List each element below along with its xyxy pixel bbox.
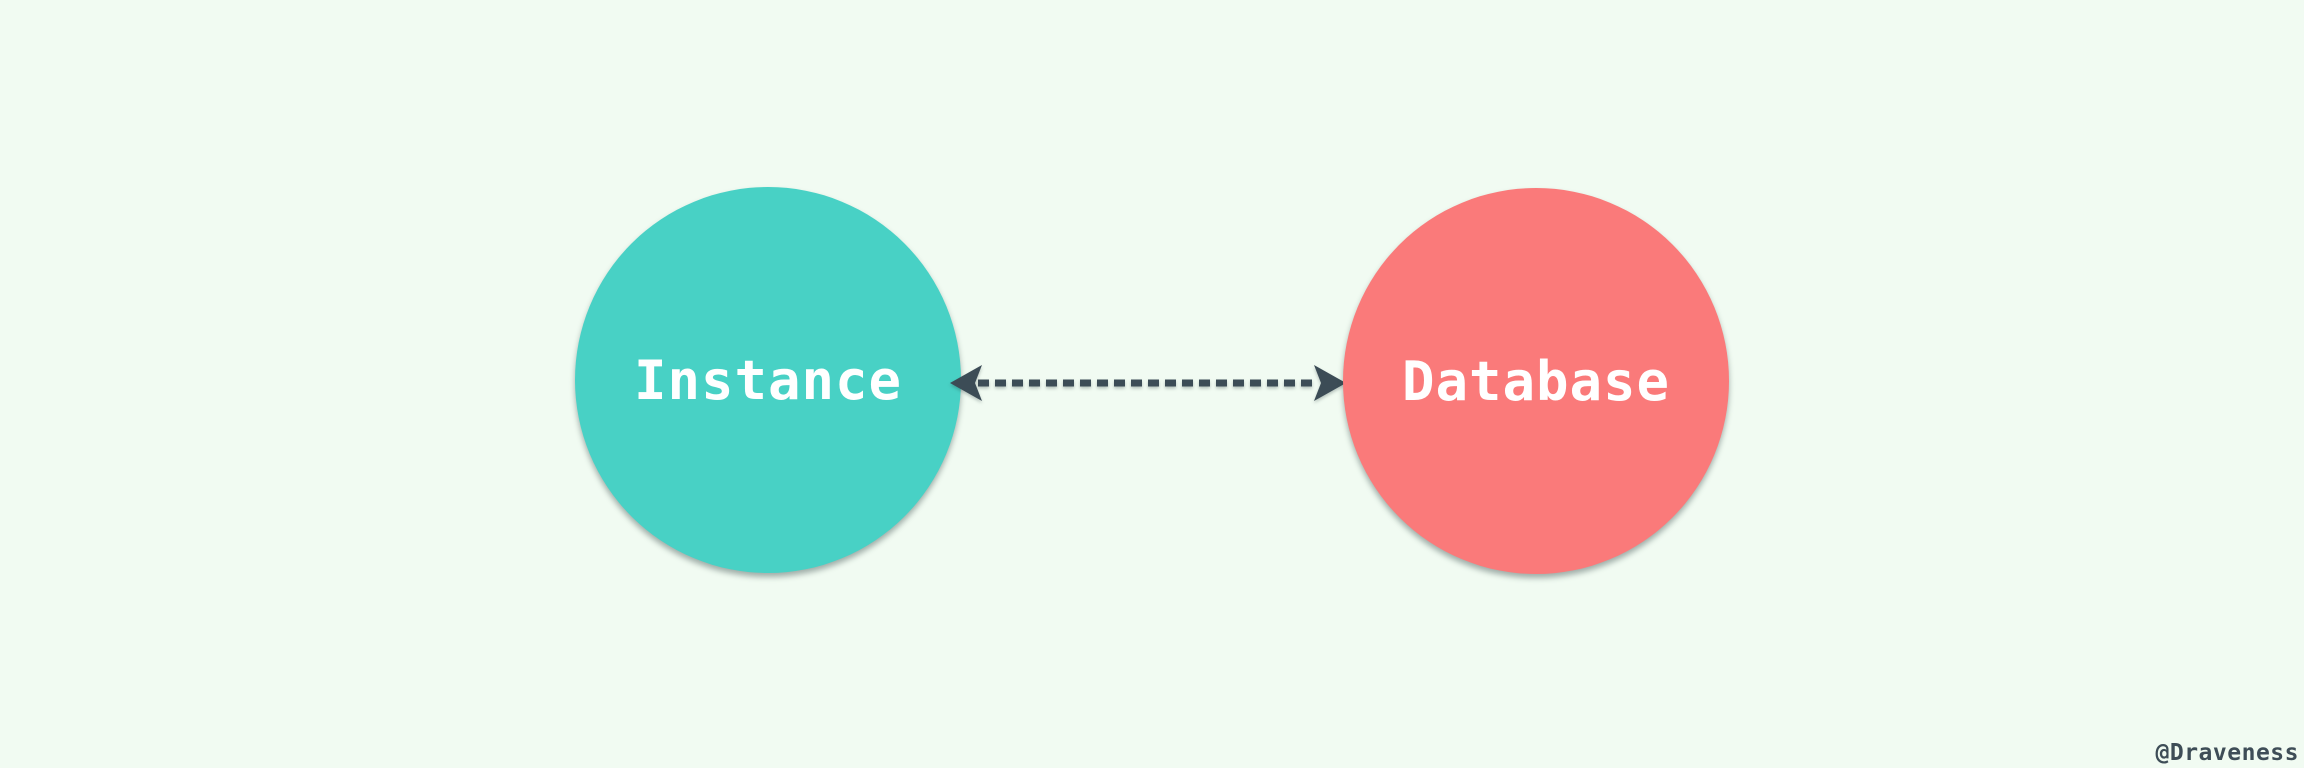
node-instance-label: Instance [633,348,903,412]
node-database-circle: Database [1343,188,1729,574]
node-database-label: Database [1401,349,1671,413]
double-headed-dashed-arrow-icon [950,365,1346,401]
arrowhead-right-icon [1314,365,1346,401]
watermark-text: @Draveness [2155,740,2299,766]
arrowhead-left-icon [950,365,982,401]
node-instance-circle: Instance [575,187,961,573]
